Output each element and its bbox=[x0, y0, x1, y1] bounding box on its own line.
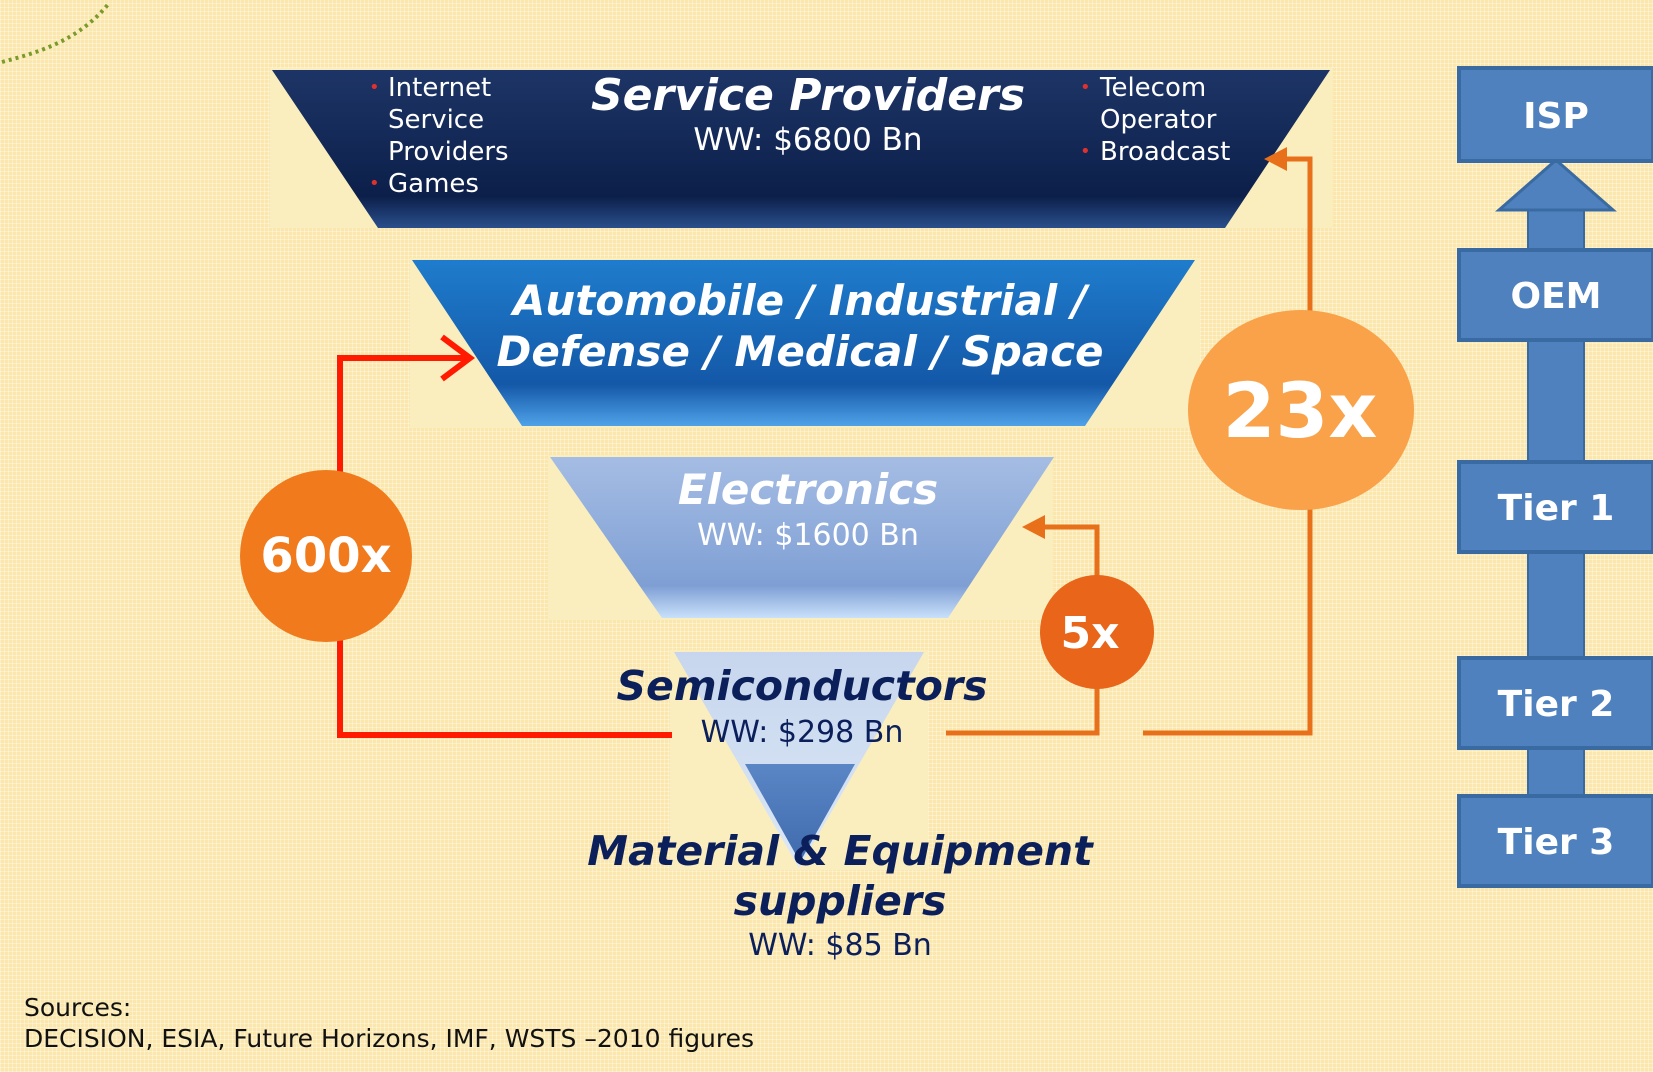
electronics-trapezoid bbox=[550, 457, 1054, 618]
sp-right-bullet-line: Telecom bbox=[1099, 73, 1206, 103]
600x-circle bbox=[240, 470, 412, 642]
sp-left-bullet-line: Games bbox=[388, 169, 479, 199]
hierarchy-box-tier-1: Tier 1 bbox=[1457, 460, 1653, 554]
5x-circle bbox=[1040, 575, 1154, 689]
sources-text: DECISION, ESIA, Future Horizons, IMF, WS… bbox=[24, 1024, 755, 1053]
semiconductors-triangle bbox=[674, 652, 924, 868]
bullet-icon: • bbox=[369, 173, 380, 194]
hierarchy-up-arrow-icon bbox=[1495, 158, 1617, 212]
sources-label: Sources: bbox=[24, 993, 132, 1022]
bullet-icon: • bbox=[369, 77, 380, 98]
hierarchy-box-isp: ISP bbox=[1457, 66, 1653, 163]
600x-label: 600x bbox=[260, 528, 391, 584]
hierarchy-box-tier-3: Tier 3 bbox=[1457, 794, 1653, 888]
hierarchy-label: Tier 2 bbox=[1498, 684, 1615, 725]
hierarchy-label: OEM bbox=[1510, 276, 1601, 317]
5x-label: 5x bbox=[1061, 608, 1120, 659]
sp-left-bullet-line: Service bbox=[388, 105, 484, 135]
bullet-icon: • bbox=[1080, 141, 1091, 162]
hierarchy-label: ISP bbox=[1523, 96, 1589, 137]
automobile-title-line1: Automobile / Industrial / bbox=[510, 276, 1091, 325]
23x-circle bbox=[1188, 310, 1414, 510]
hierarchy-box-oem: OEM bbox=[1457, 248, 1653, 342]
semiconductors-title: Semiconductors bbox=[616, 662, 987, 710]
hierarchy-label: Tier 1 bbox=[1498, 488, 1615, 529]
semiconductors-value: WW: $298 Bn bbox=[701, 715, 904, 750]
5x-arrowhead-icon bbox=[1022, 515, 1045, 539]
sp-right-bullet-line: Broadcast bbox=[1100, 137, 1230, 167]
sp-left-bullet-line: Providers bbox=[388, 137, 509, 167]
service-providers-value: WW: $6800 Bn bbox=[693, 122, 922, 158]
hierarchy-box-tier-2: Tier 2 bbox=[1457, 656, 1653, 750]
23x-arrowhead-icon bbox=[1264, 147, 1287, 171]
service-providers-title: Service Providers bbox=[591, 70, 1025, 121]
automobile-trapezoid bbox=[412, 260, 1195, 426]
electronics-title: Electronics bbox=[678, 465, 938, 514]
sp-right-bullet-line: Operator bbox=[1100, 105, 1217, 135]
automobile-title-line2: Defense / Medical / Space bbox=[496, 327, 1103, 376]
materials-title-line1: Material & Equipment bbox=[587, 827, 1094, 875]
600x-arrowhead-icon bbox=[440, 334, 475, 382]
sources-note: Sources: DECISION, ESIA, Future Horizons… bbox=[24, 992, 754, 1054]
materials-value: WW: $85 Bn bbox=[748, 928, 932, 963]
decorative-vine bbox=[1, 0, 112, 64]
hierarchy-label: Tier 3 bbox=[1498, 822, 1615, 863]
bullet-icon: • bbox=[1080, 77, 1091, 98]
materials-title-line2: suppliers bbox=[734, 877, 947, 925]
service-providers-trapezoid bbox=[272, 70, 1330, 228]
materials-triangle bbox=[745, 764, 855, 862]
sp-left-bullet-line: Internet bbox=[388, 73, 491, 103]
electronics-value: WW: $1600 Bn bbox=[697, 518, 919, 553]
23x-label: 23x bbox=[1223, 366, 1378, 455]
